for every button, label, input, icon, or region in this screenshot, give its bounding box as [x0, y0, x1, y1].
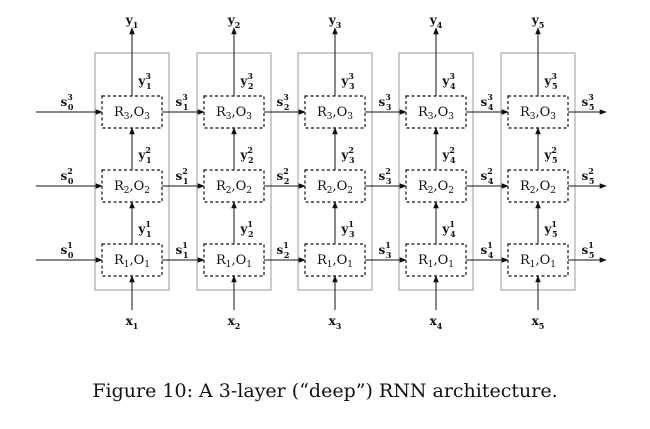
rnn-cell-label: R3,O3 [520, 105, 556, 122]
rnn-cell-layer2 [304, 169, 366, 203]
input-label: x2 [228, 314, 241, 331]
output-label: y2 [227, 13, 241, 30]
rnn-cell-layer1 [101, 243, 163, 277]
rnn-cell-layer2 [203, 169, 265, 203]
rnn-cell-layer2 [507, 169, 569, 203]
rnn-cell-label: R2,O2 [418, 179, 454, 196]
output-label: y1 [125, 13, 139, 30]
rnn-cell-layer3 [203, 95, 265, 129]
rnn-cell-label: R1,O1 [418, 253, 454, 270]
rnn-cell-layer3 [507, 95, 569, 129]
rnn-cell-label: R1,O1 [520, 253, 556, 270]
rnn-cell-layer3 [101, 95, 163, 129]
output-label: y3 [328, 13, 342, 30]
rnn-cell-label: R3,O3 [317, 105, 353, 122]
rnn-cell-layer2 [101, 169, 163, 203]
rnn-cell-label: R2,O2 [216, 179, 252, 196]
rnn-cell-layer1 [405, 243, 467, 277]
rnn-cell-label: R1,O1 [216, 253, 252, 270]
rnn-cell-layer2 [405, 169, 467, 203]
input-label: x3 [329, 314, 342, 331]
rnn-cell-label: R3,O3 [418, 105, 454, 122]
rnn-cell-label: R2,O2 [520, 179, 556, 196]
input-label: x4 [430, 314, 443, 331]
output-label: y5 [531, 13, 545, 30]
rnn-cell-layer1 [203, 243, 265, 277]
rnn-cell-label: R1,O1 [317, 253, 353, 270]
rnn-cell-label: R3,O3 [216, 105, 252, 122]
rnn-cell-label: R3,O3 [114, 105, 150, 122]
rnn-cell-layer3 [304, 95, 366, 129]
output-label: y4 [429, 13, 443, 30]
input-label: x5 [532, 314, 545, 331]
rnn-cell-layer1 [507, 243, 569, 277]
input-label: x1 [126, 314, 139, 331]
rnn-cell-layer1 [304, 243, 366, 277]
figure-caption: Figure 10: A 3-layer (“deep”) RNN archit… [92, 380, 558, 402]
rnn-cell-label: R2,O2 [114, 179, 150, 196]
rnn-cell-label: R1,O1 [114, 253, 150, 270]
rnn-cell-label: R2,O2 [317, 179, 353, 196]
rnn-cell-layer3 [405, 95, 467, 129]
